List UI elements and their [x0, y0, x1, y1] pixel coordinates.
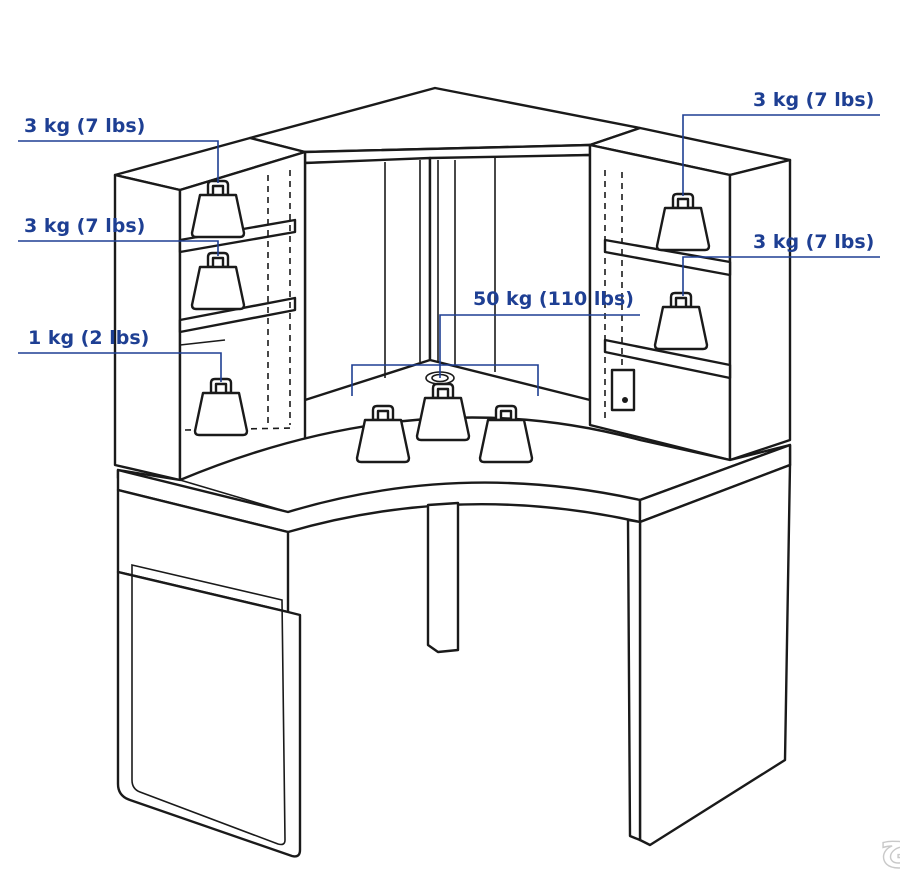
label-bottom-left: 1 kg (2 lbs) — [28, 327, 149, 349]
watermark-logo: حراج — [880, 822, 900, 868]
desk-illustration — [113, 86, 792, 858]
label-top-left: 3 kg (7 lbs) — [24, 115, 145, 137]
label-top-right: 3 kg (7 lbs) — [753, 89, 874, 111]
weight-desk-left — [355, 404, 411, 464]
label-desk-top: 50 kg (110 lbs) — [473, 288, 634, 310]
label-middle-right: 3 kg (7 lbs) — [753, 231, 874, 253]
label-middle-left: 3 kg (7 lbs) — [24, 215, 145, 237]
leader-lines — [18, 114, 880, 396]
weight-desk-right — [478, 404, 534, 464]
weight-desk-center — [415, 382, 471, 442]
weight-labels: 3 kg (7 lbs) 3 kg (7 lbs) 1 kg (2 lbs) 3… — [24, 89, 874, 349]
